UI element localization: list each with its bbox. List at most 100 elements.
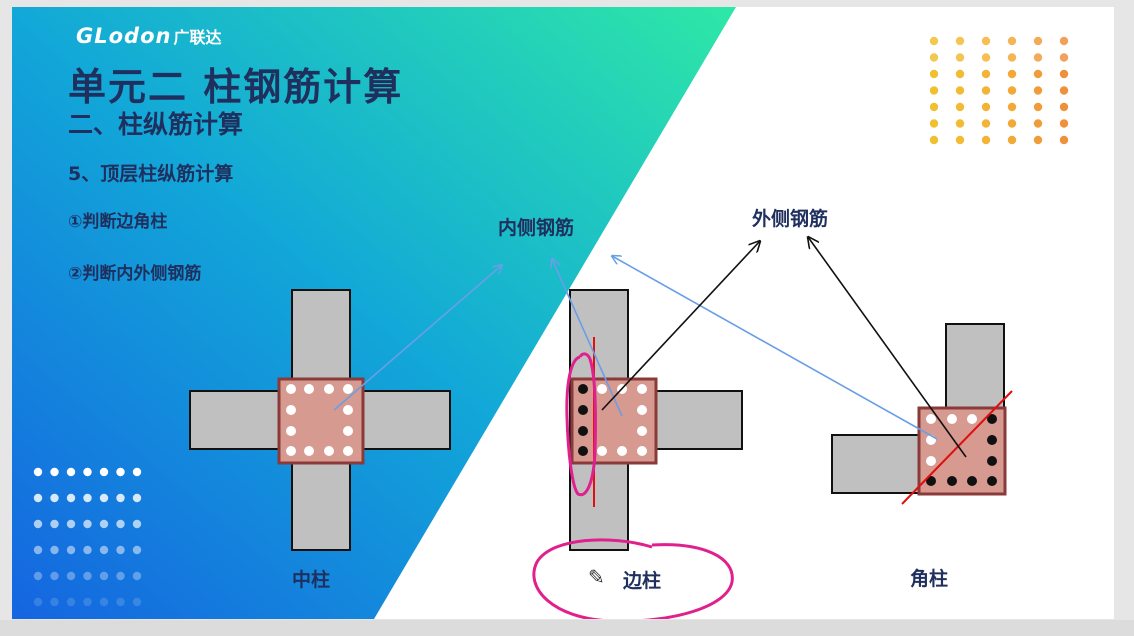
decorative-dot xyxy=(33,597,43,607)
rebar-dots-black xyxy=(578,384,588,456)
arrow-black-edge xyxy=(601,241,760,411)
decorative-dot xyxy=(929,86,939,95)
decorative-dot xyxy=(981,102,991,112)
decorative-dot xyxy=(116,519,125,529)
decorative-dot xyxy=(83,597,92,607)
decorative-dot xyxy=(132,545,142,555)
decorative-dot xyxy=(981,53,991,62)
decorative-dot xyxy=(981,36,991,46)
decorative-dot xyxy=(50,597,59,607)
background-gradient-panel xyxy=(12,7,736,619)
decorative-dot xyxy=(1007,86,1017,95)
decorative-dot xyxy=(50,545,59,555)
edge-column-diagram xyxy=(569,289,743,551)
decorative-dot xyxy=(66,571,76,581)
red-diagonal-line xyxy=(901,390,1013,505)
decorative-dot xyxy=(116,597,125,607)
decorative-dot xyxy=(66,493,76,503)
decorative-dot xyxy=(955,86,965,95)
decorative-dot xyxy=(981,119,991,128)
decorative-dot xyxy=(1033,102,1043,112)
decorative-dot xyxy=(99,467,109,477)
middle-column-diagram xyxy=(189,289,451,551)
decorative-dot xyxy=(929,36,939,46)
diagram-canvas xyxy=(33,36,1069,619)
logo-cn-text: 广联达 xyxy=(173,28,222,47)
decorative-dot xyxy=(50,493,59,503)
decorative-dot-grid-top-right xyxy=(929,36,1069,145)
decorative-dot xyxy=(132,571,142,581)
beam-vertical xyxy=(945,323,1005,415)
arrow-blue-corner xyxy=(612,256,938,440)
decorative-dot xyxy=(1033,53,1043,62)
decorative-dot xyxy=(99,597,109,607)
decorative-dot xyxy=(132,597,142,607)
decorative-dot xyxy=(1059,36,1069,46)
decorative-dot xyxy=(116,571,125,581)
step-2-text: ②判断内外侧钢筋 xyxy=(68,264,202,284)
decorative-dot xyxy=(132,519,142,529)
decorative-dot xyxy=(66,597,76,607)
label-outer-rebar: 外侧钢筋 xyxy=(752,208,829,230)
decorative-dot xyxy=(1007,102,1017,112)
label-edge-column: 边柱 xyxy=(623,570,662,592)
decorative-dot xyxy=(99,519,109,529)
decorative-dot xyxy=(1033,69,1043,79)
decorative-dot xyxy=(929,69,939,79)
decorative-dot xyxy=(33,571,43,581)
decorative-dot xyxy=(1033,36,1043,46)
decorative-dot xyxy=(83,493,92,503)
decorative-dot xyxy=(955,119,965,128)
decorative-dot xyxy=(83,571,92,581)
unit-title: 单元二 柱钢筋计算 xyxy=(68,65,404,109)
decorative-dot xyxy=(83,519,92,529)
decorative-dot xyxy=(50,467,59,477)
decorative-dot xyxy=(1007,119,1017,128)
decorative-dot xyxy=(1059,69,1069,79)
decorative-dot xyxy=(1059,86,1069,95)
sub-title: 5、顶层柱纵筋计算 xyxy=(68,163,234,185)
section-title: 二、柱纵筋计算 xyxy=(68,110,244,139)
decorative-dot xyxy=(33,519,43,529)
decorative-dot xyxy=(99,545,109,555)
decorative-dot xyxy=(1059,119,1069,128)
decorative-dot xyxy=(955,135,965,145)
bottom-strip xyxy=(0,620,1134,636)
decorative-dot xyxy=(1059,102,1069,112)
decorative-dot xyxy=(1007,135,1017,145)
decorative-dot xyxy=(33,467,43,477)
decorative-dot xyxy=(33,493,43,503)
label-inner-rebar: 内侧钢筋 xyxy=(498,217,575,239)
decorative-dot xyxy=(1033,135,1043,145)
decorative-dot xyxy=(1059,53,1069,62)
arrow-black-corner xyxy=(808,237,967,458)
rebar-dots-white xyxy=(286,384,353,456)
decorative-dot xyxy=(955,53,965,62)
step-1-text: ①判断边角柱 xyxy=(68,212,168,232)
decorative-dot-grid-bottom-left xyxy=(33,467,142,607)
decorative-dot xyxy=(1033,86,1043,95)
decorative-dot xyxy=(1033,119,1043,128)
decorative-dot xyxy=(981,69,991,79)
magenta-annotations xyxy=(532,352,734,619)
decorative-dot xyxy=(929,102,939,112)
decorative-dot xyxy=(116,467,125,477)
decorative-dot xyxy=(1059,135,1069,145)
decorative-dot xyxy=(116,493,125,503)
decorative-dot xyxy=(83,545,92,555)
decorative-dot xyxy=(66,545,76,555)
arrow-blue-edge xyxy=(552,259,623,417)
decorative-dot xyxy=(116,545,125,555)
decorative-dot xyxy=(1007,69,1017,79)
label-middle-column: 中柱 xyxy=(292,569,331,591)
decorative-dot xyxy=(1007,36,1017,46)
pencil-icon[interactable]: ✎ xyxy=(588,565,605,589)
annotation-arrows xyxy=(333,237,967,458)
decorative-dot xyxy=(50,571,59,581)
decorative-dot xyxy=(1007,53,1017,62)
decorative-dot xyxy=(50,519,59,529)
decorative-dot xyxy=(99,571,109,581)
decorative-dot xyxy=(83,467,92,477)
